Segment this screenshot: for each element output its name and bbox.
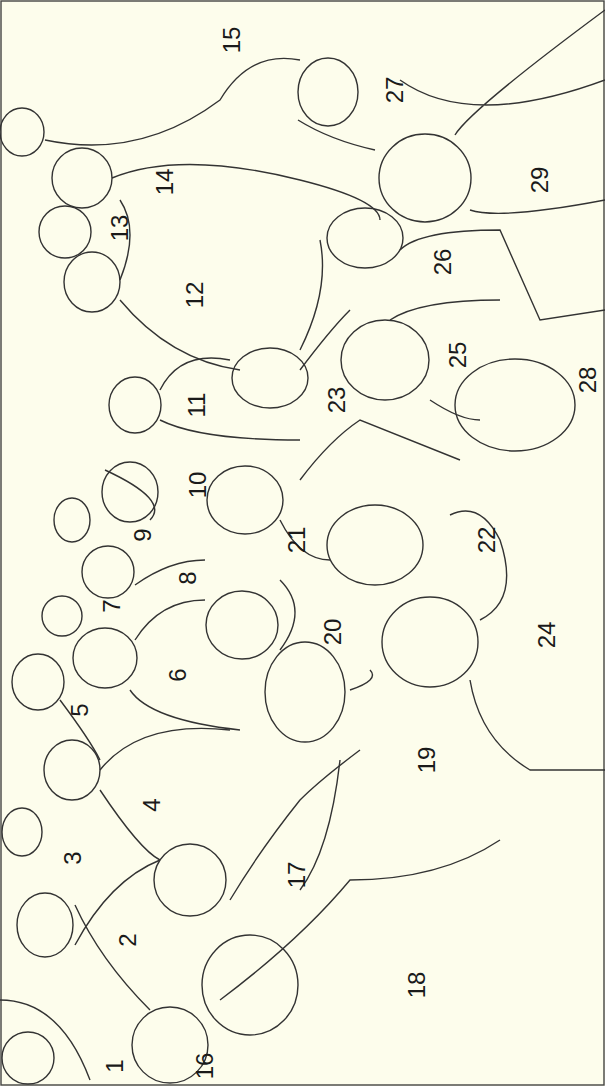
callout-number: 17 xyxy=(284,860,310,891)
callout-number: 29 xyxy=(527,165,553,196)
callout-number: 10 xyxy=(185,470,211,501)
callout-number: 15 xyxy=(219,25,245,56)
callout-number: 7 xyxy=(99,597,125,614)
callout-number: 21 xyxy=(284,525,310,556)
callout-number: 6 xyxy=(165,666,191,683)
callout-number: 20 xyxy=(320,617,346,648)
callout-number: 12 xyxy=(182,280,208,311)
callout-number: 8 xyxy=(175,569,201,586)
callout-number: 22 xyxy=(474,525,500,556)
callout-number: 1 xyxy=(102,1057,128,1074)
callout-number: 14 xyxy=(152,167,178,198)
callout-number: 2 xyxy=(115,931,141,948)
callout-number: 28 xyxy=(575,365,601,396)
callout-number: 16 xyxy=(192,1051,218,1082)
callout-number: 13 xyxy=(107,213,133,244)
callout-number: 3 xyxy=(60,849,86,866)
callout-number: 24 xyxy=(534,620,560,651)
callout-number: 19 xyxy=(414,745,440,776)
callout-number: 27 xyxy=(382,75,408,106)
callout-number: 11 xyxy=(184,391,210,420)
callout-number: 9 xyxy=(130,526,156,543)
callout-number: 25 xyxy=(445,340,471,371)
callout-number: 23 xyxy=(324,385,350,416)
callout-number: 18 xyxy=(404,970,430,1001)
callout-number: 4 xyxy=(139,796,165,813)
callout-number: 26 xyxy=(430,247,456,278)
callout-number: 5 xyxy=(67,701,93,718)
